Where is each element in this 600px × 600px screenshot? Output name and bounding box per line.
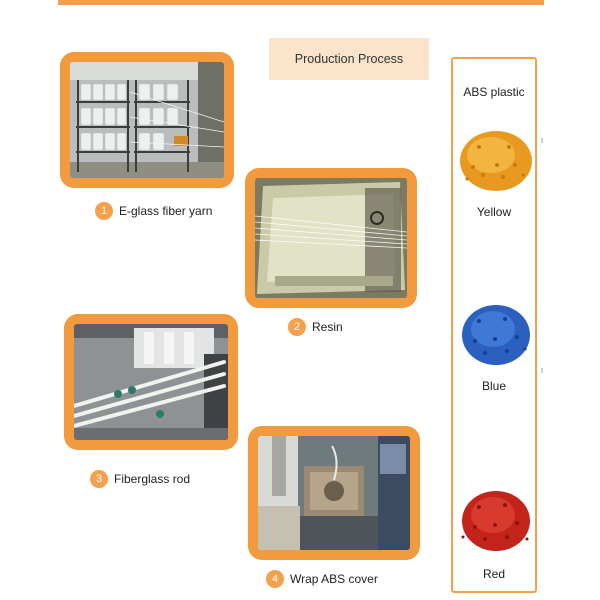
photo-abs-cover [258, 436, 410, 550]
page-title-text: Production Process [294, 52, 404, 66]
photo-frame-rod [64, 314, 238, 450]
step-3-label: Fiberglass rod [114, 472, 191, 486]
blue-pellets-image [462, 305, 530, 365]
top-accent-bar [58, 0, 544, 5]
step-4-label: Wrap ABS cover [290, 572, 378, 586]
photo-yarn [70, 62, 224, 178]
blue-label: Blue [481, 379, 507, 393]
side-tick-2 [541, 368, 543, 373]
yellow-pellets-image [460, 131, 532, 191]
step-4-number: 4 [266, 570, 284, 588]
yellow-label: Yellow [476, 205, 512, 219]
photo-frame-resin [245, 168, 417, 308]
photo-frame-yarn [60, 52, 234, 188]
red-pellets-image [461, 491, 530, 551]
step-1: 1 E-glass fiber yarn [95, 202, 212, 220]
photo-rod [74, 324, 228, 440]
abs-plastic-panel: ABS plastic Yellow Blue Red [451, 57, 537, 593]
red-label: Red [482, 567, 505, 581]
step-2: 2 Resin [288, 318, 343, 336]
step-4: 4 Wrap ABS cover [266, 570, 378, 588]
side-tick-1 [541, 138, 543, 143]
step-2-number: 2 [288, 318, 306, 336]
yarn-shelf-image [70, 62, 224, 178]
step-3: 3 Fiberglass rod [90, 470, 190, 488]
page-title: Production Process [269, 38, 429, 80]
step-3-number: 3 [90, 470, 108, 488]
photo-resin [255, 178, 407, 298]
step-1-number: 1 [95, 202, 113, 220]
rod-machine-image [74, 324, 228, 440]
step-1-label: E-glass fiber yarn [119, 204, 213, 218]
resin-bath-image [255, 178, 407, 298]
step-2-label: Resin [312, 320, 343, 334]
abs-plastic-title: ABS plastic [463, 85, 525, 99]
photo-frame-abs-cover [248, 426, 420, 560]
extruder-image [258, 436, 410, 550]
